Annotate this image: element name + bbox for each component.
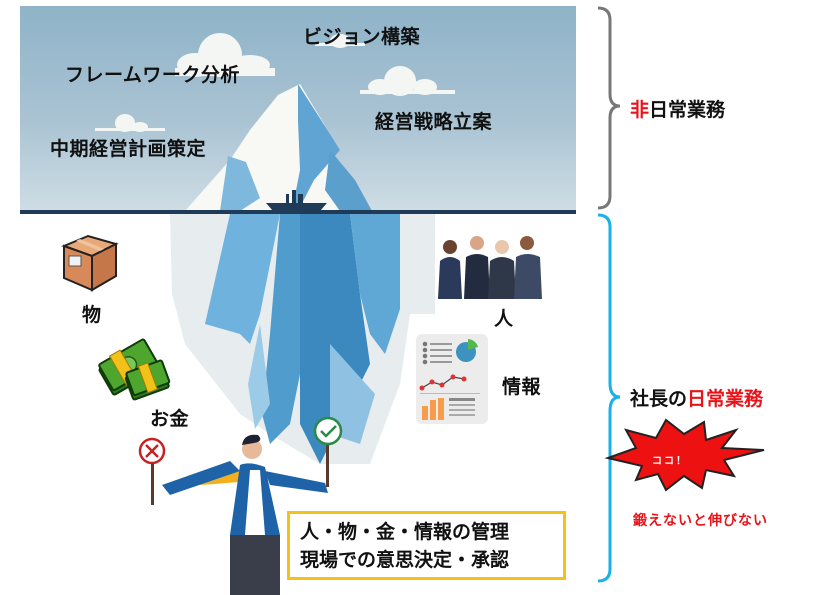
report-document-icon [416, 334, 488, 424]
item-framework-analysis: フレームワーク分析 [65, 64, 240, 86]
summary-line-2: 現場での意思決定・承認 [300, 549, 510, 571]
reject-x-icon [138, 437, 166, 505]
cloud-icon [315, 34, 365, 48]
iceberg-underwater [170, 214, 435, 464]
cardboard-box-icon [61, 234, 119, 292]
water-line [20, 210, 576, 214]
item-midterm-plan: 中期経営計画策定 [50, 138, 207, 160]
lower-label-main: 日常業務 [687, 388, 764, 410]
business-people-icon [438, 236, 542, 299]
summary-box: 人・物・金・情報の管理 現場での意思決定・承認 [287, 511, 566, 580]
burst-text: ココ！ [652, 456, 688, 467]
item-strategy-planning: 経営戦略立案 [375, 111, 493, 133]
cloud-icon [360, 66, 455, 96]
lower-label-prefix: 社長の [630, 388, 688, 410]
lower-curly-bracket [597, 213, 621, 583]
upper-label-prefix: 非 [630, 99, 650, 121]
approve-check-icon [313, 416, 343, 487]
upper-curly-bracket [597, 6, 621, 210]
resource-info-label: 情報 [502, 376, 542, 398]
resource-people-label: 人 [494, 308, 514, 330]
upper-label-main: 日常業務 [649, 99, 726, 121]
resource-goods-label: 物 [82, 304, 102, 326]
businessman-figure [138, 416, 343, 595]
burst-callout-icon [604, 418, 765, 492]
money-stack-icon [98, 338, 171, 401]
iceberg-tip [185, 84, 372, 211]
cloud-icon [95, 114, 165, 132]
lower-bracket-label: 社長の日常業務 [630, 384, 763, 411]
resource-money-label: お金 [150, 408, 190, 430]
callout-note: 鍛えないと伸びない [633, 513, 768, 529]
cloud-icon [175, 33, 275, 77]
item-vision: ビジョン構築 [303, 26, 421, 48]
summary-line-1: 人・物・金・情報の管理 [300, 521, 510, 543]
upper-bracket-label: 非日常業務 [630, 95, 725, 122]
